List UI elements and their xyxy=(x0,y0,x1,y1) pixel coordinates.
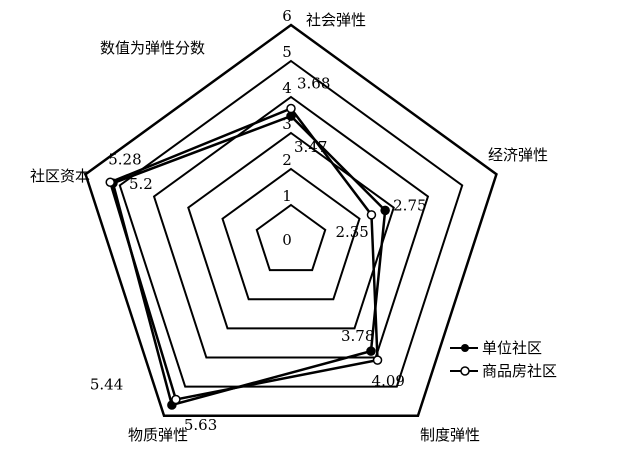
axis-label: 经济弹性 xyxy=(488,146,548,164)
tick-label: 6 xyxy=(282,7,292,25)
tick-label: 5 xyxy=(282,43,292,61)
data-label: 5.28 xyxy=(108,150,141,168)
data-label: 5.63 xyxy=(184,416,217,434)
tick-label: 4 xyxy=(282,79,292,97)
tick-label: 1 xyxy=(282,187,292,205)
data-label: 3.47 xyxy=(294,138,327,156)
data-point xyxy=(372,355,383,365)
tick-label: 3 xyxy=(282,115,292,133)
data-label: 2.35 xyxy=(335,223,368,241)
grid-ring-5 xyxy=(118,59,464,388)
data-point xyxy=(286,103,296,114)
data-point xyxy=(366,210,377,220)
grid-ring-4 xyxy=(152,95,430,359)
legend-item-unit-community: 单位社区 xyxy=(450,339,542,357)
legend-label: 商品房社区 xyxy=(482,362,557,380)
grid-ring-6 xyxy=(84,23,498,417)
series-line-0 xyxy=(111,114,387,407)
legend-item-commodity-community: 商品房社区 xyxy=(450,362,557,380)
data-label: 3.68 xyxy=(297,75,330,93)
axis-label: 制度弹性 xyxy=(420,426,480,444)
data-label: 5.2 xyxy=(129,175,153,193)
legend: 单位社区 商品房社区 xyxy=(450,339,557,380)
data-point xyxy=(380,205,390,216)
grid-ring-3 xyxy=(187,131,395,330)
axis-label: 社会弹性 xyxy=(306,11,366,29)
axis-label: 社区资本 xyxy=(30,167,90,185)
axis-label: 物质弹性 xyxy=(128,426,188,444)
grid-ring-1 xyxy=(255,203,327,272)
data-label: 3.78 xyxy=(341,327,374,345)
chart-title: 数值为弹性分数 xyxy=(100,39,205,57)
data-label: 4.09 xyxy=(372,372,405,390)
hollow-marker-icon xyxy=(460,366,470,376)
grid-ring-2 xyxy=(221,167,361,301)
series-line-1 xyxy=(108,106,379,401)
filled-marker-icon xyxy=(461,344,469,352)
data-label: 2.75 xyxy=(393,196,426,214)
data-point xyxy=(366,346,376,356)
data-point xyxy=(105,177,115,188)
tick-label: 2 xyxy=(282,151,292,169)
data-label: 5.44 xyxy=(90,375,123,393)
data-point xyxy=(171,394,181,405)
tick-label: 0 xyxy=(282,231,292,249)
legend-label: 单位社区 xyxy=(482,339,542,357)
